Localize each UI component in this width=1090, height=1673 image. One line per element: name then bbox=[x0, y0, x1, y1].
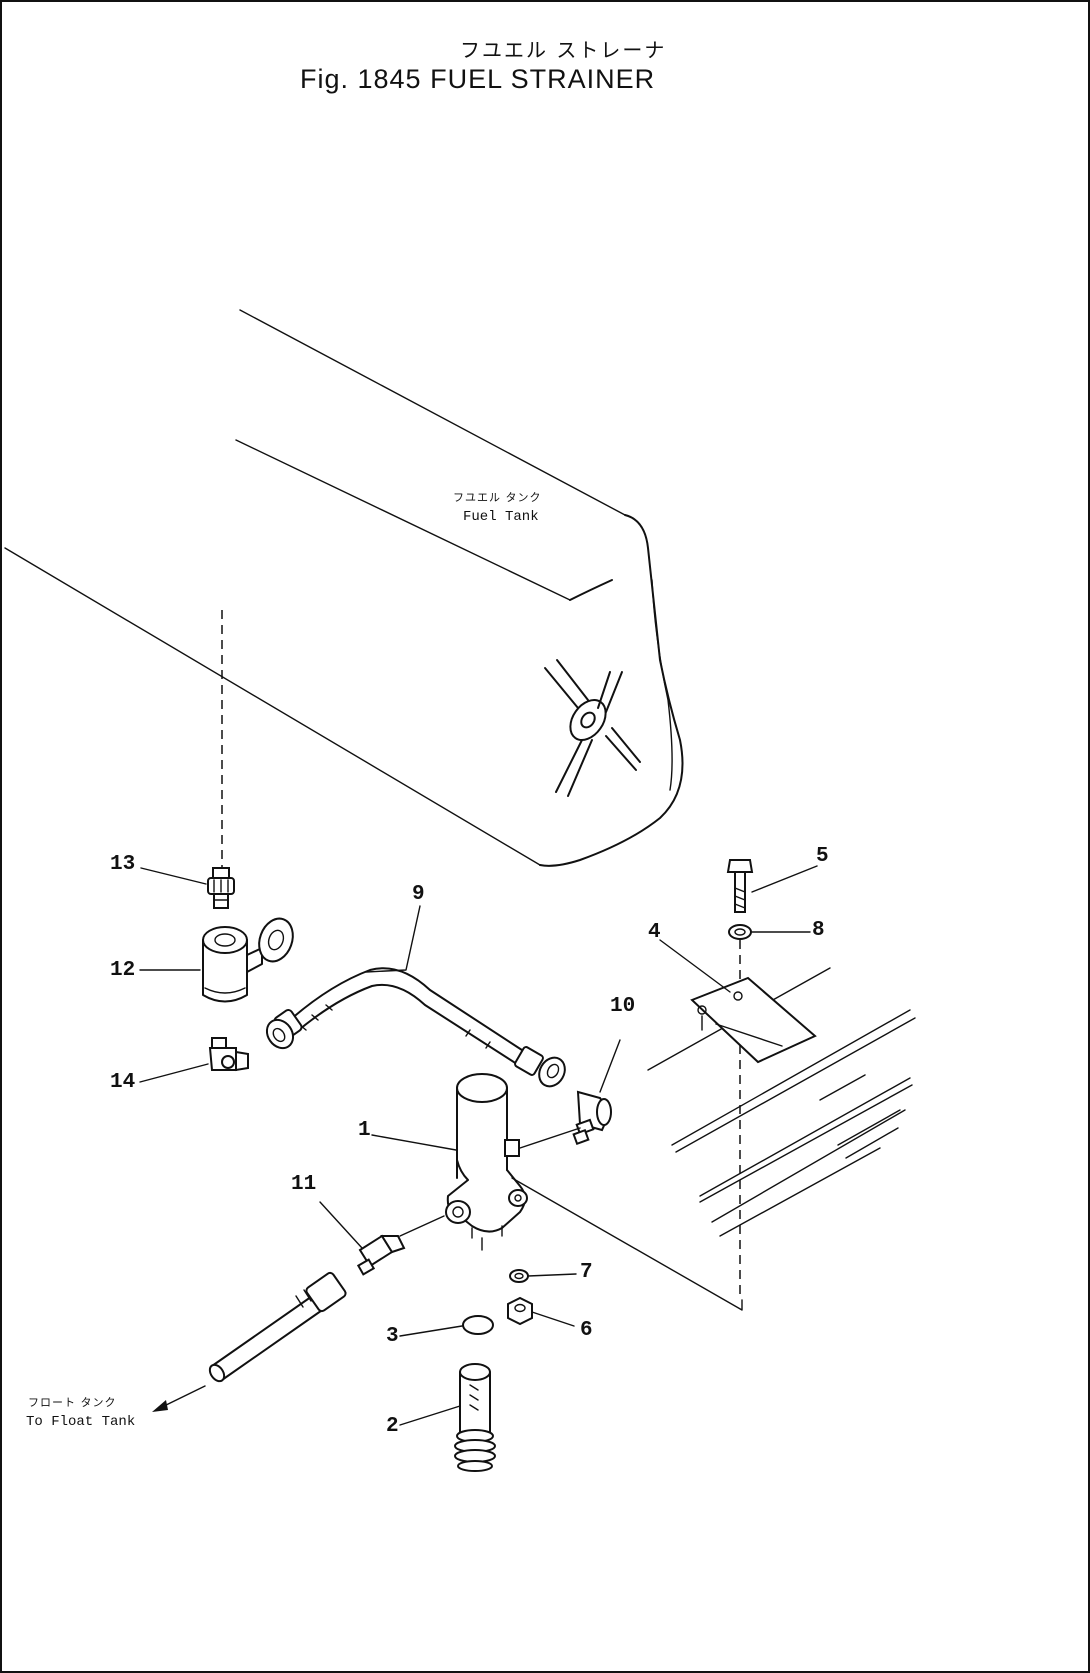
part-number-14: 14 bbox=[110, 1071, 136, 1094]
part-number-7: 7 bbox=[580, 1261, 593, 1284]
part-number-9: 9 bbox=[412, 883, 425, 906]
part-1-strainer-body bbox=[445, 1073, 528, 1251]
part-number-3: 3 bbox=[386, 1325, 399, 1348]
part-14-elbow bbox=[208, 1037, 249, 1072]
part-7-washer bbox=[509, 1269, 529, 1283]
page-title: Fig. 1845 FUEL STRAINER bbox=[300, 64, 656, 94]
part-5-bolt bbox=[726, 859, 754, 913]
part-9-hose bbox=[265, 967, 566, 1088]
part-number-8: 8 bbox=[812, 919, 825, 942]
part-number-10: 10 bbox=[610, 995, 636, 1018]
fuel-tank-cap-icon bbox=[544, 659, 641, 797]
title-japanese: フユエル ストレーナ bbox=[460, 38, 667, 62]
float-tank-pipe bbox=[208, 1271, 347, 1383]
part-12-drain-valve bbox=[202, 917, 294, 1003]
part-number-13: 13 bbox=[110, 853, 136, 876]
float-tank-label-jp: フロート タンク bbox=[28, 1396, 117, 1409]
part-number-2: 2 bbox=[386, 1415, 399, 1438]
leader-lines bbox=[139, 865, 818, 1426]
part-4-plate bbox=[690, 976, 817, 1064]
part-11-connector bbox=[356, 1234, 406, 1276]
part-6-nut bbox=[507, 1296, 533, 1326]
part-number-4: 4 bbox=[648, 921, 661, 944]
assembly-center-lines bbox=[221, 610, 741, 1300]
mounting-frame bbox=[647, 967, 916, 1237]
part-10-elbow-connector bbox=[572, 1090, 612, 1146]
part-number-12: 12 bbox=[110, 959, 136, 982]
part-number-1: 1 bbox=[358, 1119, 371, 1142]
part-8-washer bbox=[728, 924, 752, 940]
part-3-o-ring bbox=[462, 1315, 494, 1335]
fuel-tank-label-en: Fuel Tank bbox=[463, 509, 539, 525]
float-tank-label-en: To Float Tank bbox=[26, 1414, 136, 1430]
part-13-fitting bbox=[207, 867, 235, 909]
arrow-icon bbox=[152, 1385, 206, 1412]
part-number-5: 5 bbox=[816, 845, 829, 868]
fuel-tank bbox=[4, 309, 684, 867]
part-number-6: 6 bbox=[580, 1319, 593, 1342]
fuel-tank-label-jp: フユエル タンク bbox=[453, 491, 542, 504]
part-number-11: 11 bbox=[291, 1173, 317, 1196]
part-2-filter-element bbox=[454, 1363, 496, 1472]
